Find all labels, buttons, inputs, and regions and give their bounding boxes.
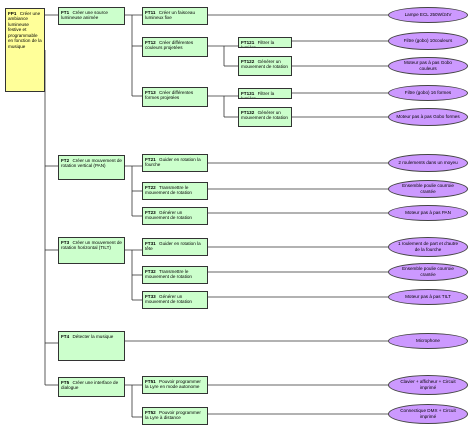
function-code: FT12 [145, 39, 156, 45]
function-label: Filtrer la lumière [241, 39, 275, 48]
function-label: Générer un mouvement de rotation [241, 58, 288, 70]
root-function-code: FP1 [8, 10, 17, 16]
root-function-box: FP1 Créer une ambiance lumineuse festive… [5, 8, 45, 92]
function-label: Pouvoir programmer la Lyre à distance [145, 409, 201, 421]
solution-oval: Moteur pas à pas Gobo formes [388, 108, 468, 126]
function-ft122: FT122 Générer un mouvement de rotation [238, 56, 292, 76]
function-ft21: FT21 Guider en rotation la fourche [142, 154, 208, 172]
function-ft11: FT11 Créer un faisceau lumineux fixe [142, 7, 208, 25]
function-label: Détecter la musique [72, 333, 114, 339]
function-code: FT51 [145, 378, 156, 384]
solution-oval: Ensemble poulie courroie crantée [388, 180, 468, 198]
function-ft1: FT1 Créer une source lumineuse animée [58, 7, 125, 25]
function-code: FT22 [145, 184, 156, 190]
function-ft12: FT12 Créer différentes couleurs projetée… [142, 37, 208, 57]
function-ft3: FT3 Créer un mouvement de rotation horiz… [58, 237, 125, 264]
function-label: Créer différentes couleurs projetées [145, 39, 194, 51]
function-ft51: FT51 Pouvoir programmer la Lyre en mode … [142, 376, 208, 394]
function-ft31: FT31 Guider en rotation la tête [142, 238, 208, 256]
function-code: FT2 [61, 157, 70, 163]
function-ft22: FT22 Transmettre le mouvement de rotatio… [142, 182, 208, 200]
function-code: FT4 [61, 333, 70, 339]
function-label: Transmettre le mouvement de rotation [145, 184, 192, 196]
function-code: FT52 [145, 409, 156, 415]
function-ft132: FT132 Générer un mouvement de rotation [238, 107, 292, 127]
function-ft131: FT131 Filtrer la lumière [238, 88, 292, 99]
function-code: FT3 [61, 239, 70, 245]
function-code: FT132 [241, 109, 255, 115]
function-label: Générer un mouvement de rotation [145, 209, 192, 221]
function-code: FT121 [241, 39, 255, 45]
solution-oval: Connectique DMX + Circuit imprimé [388, 404, 468, 424]
function-code: FT21 [145, 156, 156, 162]
function-label: Guider en rotation la tête [145, 240, 201, 252]
function-label: Créer un mouvement de rotation vertical … [61, 157, 122, 169]
solution-oval: Lampe ECL 250W/24V [388, 7, 468, 23]
solution-oval: Microphone [388, 333, 468, 349]
function-ft5: FT5 Créer une interface de dialogue [58, 377, 125, 397]
function-code: FT122 [241, 58, 255, 64]
function-label: Guider en rotation la fourche [145, 156, 201, 168]
function-label: Transmettre le mouvement de rotation [145, 268, 192, 280]
function-code: FT1 [61, 9, 70, 15]
function-code: FT13 [145, 89, 156, 95]
function-ft33: FT33 Générer un mouvement de rotation [142, 291, 208, 309]
function-label: Créer un mouvement de rotation horizonta… [61, 239, 122, 251]
function-ft2: FT2 Créer un mouvement de rotation verti… [58, 155, 125, 180]
function-label: Filtrer la lumière [241, 90, 275, 99]
solution-oval: Moteur pas à pas PAN [388, 205, 468, 221]
function-ft13: FT13 Créer différentes formes projetées [142, 87, 208, 107]
function-ft23: FT23 Générer un mouvement de rotation [142, 207, 208, 225]
function-ft121: FT121 Filtrer la lumière [238, 37, 292, 48]
function-code: FT31 [145, 240, 156, 246]
solution-oval: Moteur pas à pas TILT [388, 289, 468, 305]
solution-oval: Clavier + afficheur + Circuit imprimé [388, 375, 468, 395]
root-function-label: Créer une ambiance lumineuse festive et … [8, 10, 42, 50]
function-label: Pouvoir programmer la Lyre en mode auton… [145, 378, 201, 390]
solution-oval: 2 roulements dans un moyeu [388, 154, 468, 172]
function-label: Créer une interface de dialogue [61, 379, 119, 391]
solution-oval: Moteur pas à pas Gobo couleurs [388, 57, 468, 75]
function-label: Générer un mouvement de rotation [145, 293, 192, 305]
function-label: Créer une source lumineuse animée [61, 9, 108, 21]
function-label: Créer différentes formes projetées [145, 89, 194, 101]
function-label: Générer un mouvement de rotation [241, 109, 288, 121]
function-code: FT5 [61, 379, 70, 385]
function-ft52: FT52 Pouvoir programmer la Lyre à distan… [142, 407, 208, 425]
function-ft4: FT4 Détecter la musique [58, 331, 125, 361]
solution-oval: Ensemble poulie courroie crantée [388, 263, 468, 281]
solution-oval: Filtre (gobo) 10couleurs [388, 32, 468, 50]
function-code: FT32 [145, 268, 156, 274]
function-code: FT23 [145, 209, 156, 215]
solution-oval: 1 roulement de part et d'autre de la fou… [388, 237, 468, 257]
solution-oval: Filtre (gobo) 16 formes [388, 85, 468, 101]
function-code: FT33 [145, 293, 156, 299]
function-ft32: FT32 Transmettre le mouvement de rotatio… [142, 266, 208, 284]
function-code: FT131 [241, 90, 255, 96]
function-code: FT11 [145, 9, 156, 15]
function-label: Créer un faisceau lumineux fixe [145, 9, 196, 21]
